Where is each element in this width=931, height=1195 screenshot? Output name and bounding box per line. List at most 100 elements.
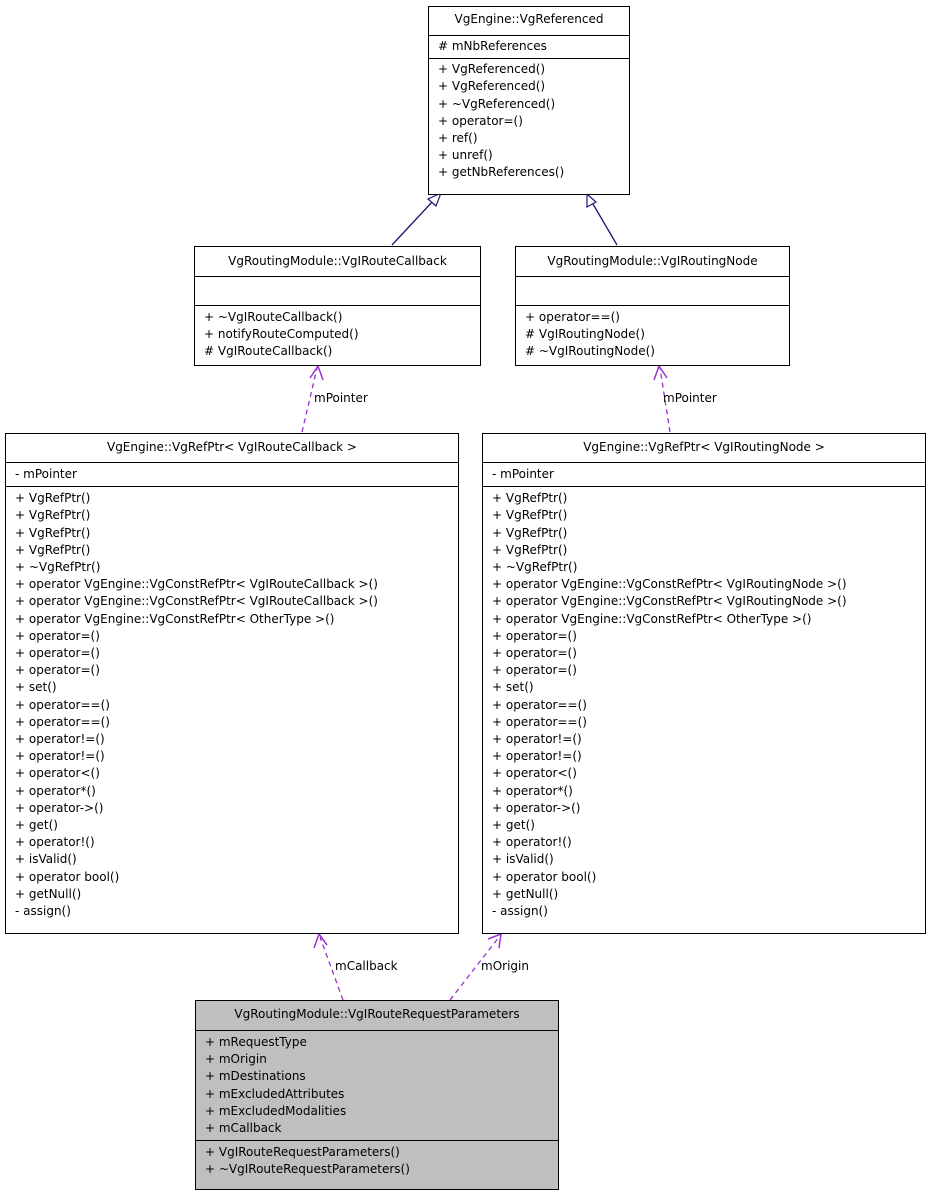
method-item: + VgRefPtr() <box>492 542 568 557</box>
attribute-item: # mNbReferences <box>438 39 547 53</box>
usage-edge-morigin <box>449 932 502 1001</box>
edge-label-mcallback: mCallback <box>335 959 398 973</box>
attributes-section: # mNbReferences <box>429 35 629 58</box>
method-item: + operator!=() <box>15 749 105 764</box>
method-item: + operator!() <box>492 835 572 850</box>
method-item: + VgRefPtr() <box>15 491 91 506</box>
attribute-item: + mExcludedAttributes <box>205 1086 345 1101</box>
method-item: + operator!=() <box>492 732 582 747</box>
class-vgirouecallback[interactable]: VgRoutingModule::VgIRouteCallback + ~VgI… <box>194 246 481 366</box>
method-item: + getNbReferences() <box>438 165 565 180</box>
method-item: # VgIRoutingNode() <box>525 327 645 342</box>
attribute-item: + mDestinations <box>205 1069 306 1084</box>
method-item: + operator!=() <box>492 749 582 764</box>
method-item: + operator->() <box>15 800 104 815</box>
method-item: + ~VgRefPtr() <box>492 560 578 575</box>
method-item: + operator VgEngine::VgConstRefPtr< VgIR… <box>492 577 847 592</box>
methods-section: + VgReferenced()+ VgReferenced()+ ~VgRef… <box>429 58 629 181</box>
class-title: VgEngine::VgRefPtr< VgIRoutingNode > <box>583 440 825 454</box>
class-vgrefptr-routingnode[interactable]: VgEngine::VgRefPtr< VgIRoutingNode > - m… <box>482 433 926 934</box>
methods-section: + VgRefPtr() + VgRefPtr() + VgRefPtr() + Vg… <box>483 486 925 920</box>
method-item: + operator==() <box>15 697 110 712</box>
method-item: + operator bool() <box>492 869 597 884</box>
class-vgirouterequestparameters[interactable]: VgRoutingModule::VgIRouteRequestParamete… <box>195 1000 559 1190</box>
method-item: + VgRefPtr() <box>15 542 91 557</box>
method-item: + operator VgEngine::VgConstRefPtr< VgIR… <box>492 594 847 609</box>
method-item: + operator->() <box>492 800 581 815</box>
edge-label-mpointer-callback: mPointer <box>314 391 368 405</box>
usage-edge-mpointer-node <box>653 364 671 433</box>
method-item: + getNull() <box>492 886 559 901</box>
inheritance-edge-routecallback <box>391 191 443 246</box>
attributes-section <box>195 276 480 305</box>
method-item: + getNull() <box>15 886 82 901</box>
method-item: + operator bool() <box>15 869 120 884</box>
usage-edge-mcallback <box>313 932 344 1001</box>
method-item: + set() <box>15 680 57 695</box>
method-item: - assign() <box>492 904 548 919</box>
method-item: + operator VgEngine::VgConstRefPtr< Othe… <box>492 611 812 626</box>
attribute-item: - mPointer <box>492 467 554 481</box>
attributes-section: - mPointer <box>6 462 458 486</box>
method-item: + operator=() <box>438 113 523 128</box>
method-item: + operator VgEngine::VgConstRefPtr< VgIR… <box>15 577 378 592</box>
method-item: + operator==() <box>15 714 110 729</box>
method-item: + VgIRouteRequestParameters() <box>205 1145 400 1160</box>
method-item: + set() <box>492 680 534 695</box>
method-item: + VgRefPtr() <box>15 525 91 540</box>
method-item: + VgRefPtr() <box>492 525 568 540</box>
attribute-item: + mCallback <box>205 1121 282 1136</box>
method-item: + VgRefPtr() <box>492 491 568 506</box>
usage-edge-mpointer-callback <box>301 364 324 433</box>
attributes-section: + mRequestType+ mOrigin+ mDestinations+ … <box>196 1030 558 1140</box>
method-item: + operator=() <box>492 646 577 661</box>
method-item: + operator*() <box>492 783 573 798</box>
attribute-item: - mPointer <box>15 467 77 481</box>
edge-label-mpointer-node: mPointer <box>663 391 717 405</box>
methods-section: + VgIRouteRequestParameters() + ~VgIRoute… <box>196 1140 558 1178</box>
method-item: # VgIRouteCallback() <box>204 344 333 359</box>
method-item: + operator==() <box>525 310 620 324</box>
class-title: VgEngine::VgReferenced <box>454 12 604 26</box>
class-title: VgEngine::VgRefPtr< VgIRouteCallback > <box>106 440 357 454</box>
method-item: + VgRefPtr() <box>492 508 568 523</box>
class-vgiroutingnode[interactable]: VgRoutingModule::VgIRoutingNode + operat… <box>515 246 790 366</box>
method-item: + operator VgEngine::VgConstRefPtr< Othe… <box>15 611 335 626</box>
class-title: VgRoutingModule::VgIRouteRequestParamete… <box>234 1007 520 1021</box>
class-vgreferenced[interactable]: VgEngine::VgReferenced # mNbReferences +… <box>428 6 630 195</box>
attribute-item: + mOrigin <box>205 1052 267 1067</box>
class-vgrefptr-routecallback[interactable]: VgEngine::VgRefPtr< VgIRouteCallback > -… <box>5 433 459 934</box>
attribute-item: + mExcludedModalities <box>205 1103 347 1118</box>
method-item: + isValid() <box>15 852 77 867</box>
attributes-section <box>516 276 789 305</box>
method-item: + operator=() <box>15 663 100 678</box>
method-item: + VgRefPtr() <box>15 508 91 523</box>
method-item: + operator=() <box>492 663 577 678</box>
method-item: + ~VgRefPtr() <box>15 560 101 575</box>
method-item: + ~VgIRouteRequestParameters() <box>205 1162 410 1177</box>
methods-section: + ~VgIRouteCallback() + notifyRouteComput… <box>195 305 480 361</box>
method-item: + get() <box>15 818 58 833</box>
method-item: + operator<() <box>492 766 577 781</box>
method-item: + ~VgIRouteCallback() <box>204 310 343 324</box>
method-item: + unref() <box>438 148 493 163</box>
methods-section: + operator==() # VgIRoutingNode() # ~VgIRo… <box>516 305 789 361</box>
methods-section: + VgRefPtr() + VgRefPtr() + VgRefPtr() + Vg… <box>6 486 458 920</box>
method-item: + operator<() <box>15 766 100 781</box>
method-item: + ~VgReferenced() <box>438 96 556 111</box>
inheritance-edge-routingnode <box>586 192 618 246</box>
method-item: + ref() <box>438 131 478 146</box>
method-item: + isValid() <box>492 852 554 867</box>
method-item: + operator=() <box>15 628 100 643</box>
method-item: + operator VgEngine::VgConstRefPtr< VgIR… <box>15 594 378 609</box>
method-item: + operator!=() <box>15 732 105 747</box>
method-item: + operator=() <box>15 646 100 661</box>
method-item: + VgReferenced() <box>438 79 546 94</box>
method-item: + notifyRouteComputed() <box>204 327 359 342</box>
method-item: + operator=() <box>492 628 577 643</box>
class-title: VgRoutingModule::VgIRoutingNode <box>547 254 758 268</box>
method-item: # ~VgIRoutingNode() <box>525 344 655 359</box>
attributes-section: - mPointer <box>483 462 925 486</box>
method-item: + get() <box>492 818 535 833</box>
